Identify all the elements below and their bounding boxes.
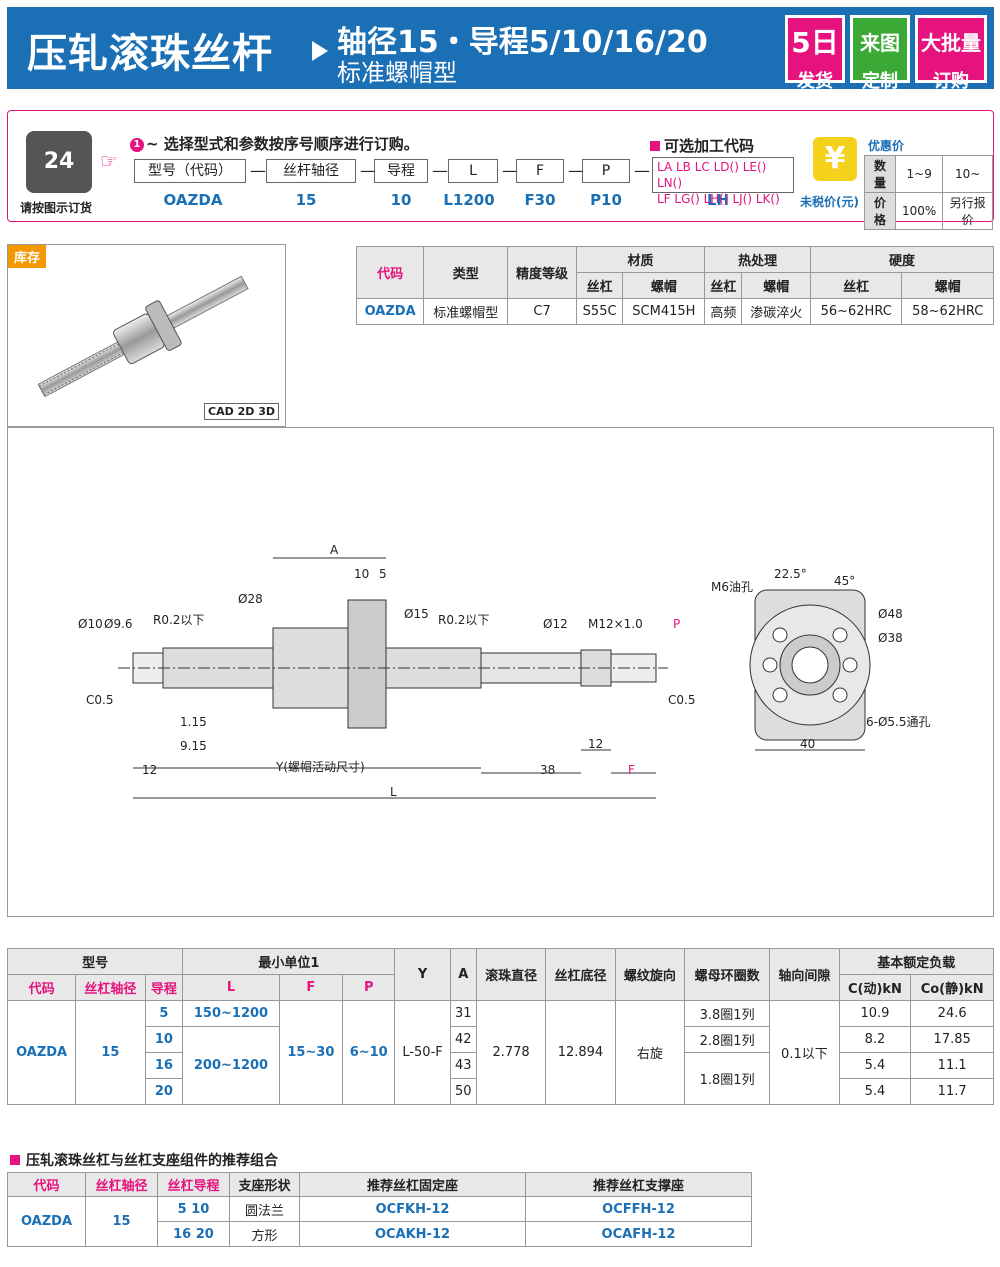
discount-title: 优惠价 xyxy=(868,139,905,153)
badge-5day: 5日 发货 xyxy=(785,15,845,92)
dim-225: 22.5° xyxy=(774,567,807,581)
header-bar: 压轧滚珠丝杆 轴径15・导程5/10/16/20 标准螺帽型 5日 发货 来图 … xyxy=(7,7,994,92)
field-model: 型号（代码） xyxy=(134,159,246,183)
yen-caption: 未税价(元) xyxy=(800,195,859,209)
dim-F: F xyxy=(628,763,635,777)
dim-d48: Ø48 xyxy=(878,607,903,621)
dim-L: L xyxy=(390,785,397,799)
field-lead: 导程 xyxy=(374,159,428,183)
combo-title: 压轧滚珠丝杠与丝杠支座组件的推荐组合 xyxy=(10,1150,278,1170)
dim-115: 1.15 xyxy=(180,715,207,729)
badge-bulk: 大批量 订购 xyxy=(915,15,987,92)
option-codes: LA LB LC LD() LE() LN() LF LG() LH() LJ(… xyxy=(652,157,794,206)
value-option: LH xyxy=(706,191,730,209)
combo-table: 代码 丝杠轴径 丝杠导程 支座形状 推荐丝杠固定座 推荐丝杠支撑座 OAZDA … xyxy=(7,1172,752,1247)
value-code: OAZDA xyxy=(163,191,223,209)
phone-24-icon: 24 xyxy=(26,131,92,193)
option-label: 可选加工代码 xyxy=(650,135,754,156)
field-F: F xyxy=(516,159,564,183)
value-diameter: 15 xyxy=(295,191,317,209)
dim-d96: Ø9.6 xyxy=(104,617,133,631)
ball-screw-image xyxy=(37,275,249,398)
field-diameter: 丝杆轴径 xyxy=(266,159,356,183)
dim-m12: M12×1.0 xyxy=(588,617,643,631)
field-L: L xyxy=(448,159,498,183)
cad-badge[interactable]: CAD 2D 3D xyxy=(204,403,279,420)
dim-c05-left: C0.5 xyxy=(86,693,113,707)
dim-d28: Ø28 xyxy=(238,592,263,606)
dim-5: 5 xyxy=(379,567,387,581)
dim-6holes: 6-Ø5.5通孔 xyxy=(866,715,931,729)
yen-icon: ¥ xyxy=(813,137,857,181)
dim-12-left: 12 xyxy=(142,763,157,777)
product-image-box: 库存 CAD 2D 3D xyxy=(7,244,286,427)
dim-d12: Ø12 xyxy=(543,617,568,631)
dim-d38: Ø38 xyxy=(878,631,903,645)
value-P: P10 xyxy=(590,191,622,209)
value-lead: 10 xyxy=(390,191,412,209)
dim-10: 10 xyxy=(354,567,369,581)
page-title: 压轧滚珠丝杆 xyxy=(27,31,273,77)
dim-d10: Ø10 xyxy=(78,617,103,631)
badge-custom: 来图 定制 xyxy=(850,15,910,92)
technical-drawing: A 10 5 Ø15 R0.2以下 R0.2以下 Ø12 M12×1.0 Ø10… xyxy=(7,427,994,917)
dim-40: 40 xyxy=(800,737,815,751)
spec-title: 轴径15・导程5/10/16/20 xyxy=(337,25,708,60)
dim-12-right: 12 xyxy=(588,737,603,751)
dim-Y: Y(螺帽活动尺寸) xyxy=(275,759,365,774)
dim-c05-right: C0.5 xyxy=(668,693,695,707)
phone-caption: 请按图示订货 xyxy=(20,201,93,215)
value-L: L1200 xyxy=(443,191,495,209)
discount-table: 数量 1~9 10~ 价格 100% 另行报价 xyxy=(863,155,993,230)
dim-P: P xyxy=(673,617,680,631)
dim-d15: Ø15 xyxy=(404,607,429,621)
order-section: 24 请按图示订货 ☞ 1~ 选择型式和参数按序号顺序进行订购。 型号（代码） … xyxy=(7,110,994,230)
spec-table: 代码 类型 精度等级 材质 热处理 硬度 丝杠 螺帽 丝杠 螺帽 丝杠 螺帽 O… xyxy=(355,246,995,325)
stock-tag: 库存 xyxy=(8,245,47,268)
field-P: P xyxy=(582,159,630,183)
subtitle: 标准螺帽型 xyxy=(337,59,457,87)
dim-915: 9.15 xyxy=(180,739,207,753)
main-spec-table: 型号 最小单位1 Y A 滚珠直径 丝杠底径 螺纹旋向 螺母环圈数 轴向间隙 基… xyxy=(6,948,995,1105)
value-F: F30 xyxy=(524,191,556,209)
dim-r02-right: R0.2以下 xyxy=(438,613,489,627)
dim-m6-oil: M6油孔 xyxy=(711,580,753,594)
dim-38: 38 xyxy=(540,763,555,777)
arrow-icon xyxy=(312,41,328,61)
dim-45: 45° xyxy=(834,574,855,588)
pointing-hand-icon: ☞ xyxy=(100,149,118,173)
dim-A: A xyxy=(330,543,339,557)
dim-r02-left: R0.2以下 xyxy=(153,613,204,627)
order-instruction: 1~ 选择型式和参数按序号顺序进行订购。 xyxy=(130,133,419,154)
